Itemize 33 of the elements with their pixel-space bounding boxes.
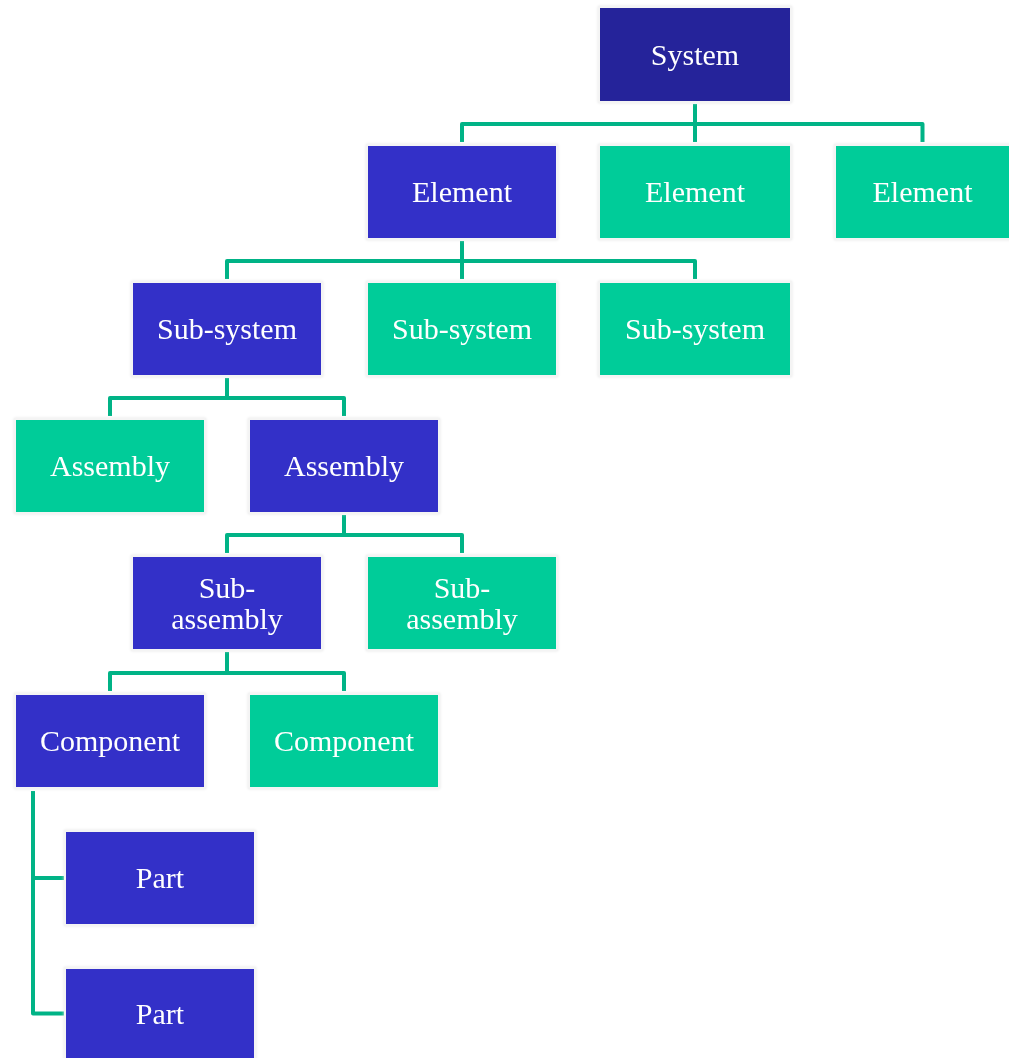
connector-line <box>342 515 464 553</box>
hierarchy-box <box>836 146 1009 238</box>
box-label: Assembly <box>284 450 404 482</box>
box-label: Sub-system <box>157 313 297 345</box>
box-label: Component <box>40 725 180 757</box>
hierarchy-box <box>600 8 790 101</box>
hierarchy-box <box>16 420 204 512</box>
hierarchy-box <box>250 420 438 512</box>
box-label: Element <box>645 176 745 208</box>
box-label: Assembly <box>50 450 170 482</box>
hierarchy-box <box>66 969 254 1058</box>
hierarchy-box <box>368 283 556 375</box>
connector-line <box>31 791 66 1016</box>
hierarchy-box <box>250 695 438 787</box>
connector-line <box>225 652 346 691</box>
box-label: Part <box>135 997 185 1030</box>
box-label: Sub-assembly <box>405 571 519 635</box>
hierarchy-box <box>66 832 254 924</box>
box-label: Element <box>872 176 973 208</box>
hierarchy-box <box>368 557 556 649</box>
hierarchy-box <box>133 283 321 375</box>
hierarchy-box <box>368 146 556 238</box>
box-label: Component <box>274 725 414 757</box>
box-label: Part <box>135 862 185 894</box>
hierarchy-box <box>133 557 321 649</box>
box-label: Sub-system <box>625 313 765 345</box>
box-label: Sub-system <box>392 313 532 345</box>
hierarchy-box <box>16 695 204 787</box>
box-label: System <box>650 38 740 71</box>
box-label: Sub-assembly <box>170 571 284 635</box>
hierarchy-box <box>600 146 790 238</box>
hierarchy-box <box>600 283 790 375</box>
box-label: Element <box>412 176 512 208</box>
